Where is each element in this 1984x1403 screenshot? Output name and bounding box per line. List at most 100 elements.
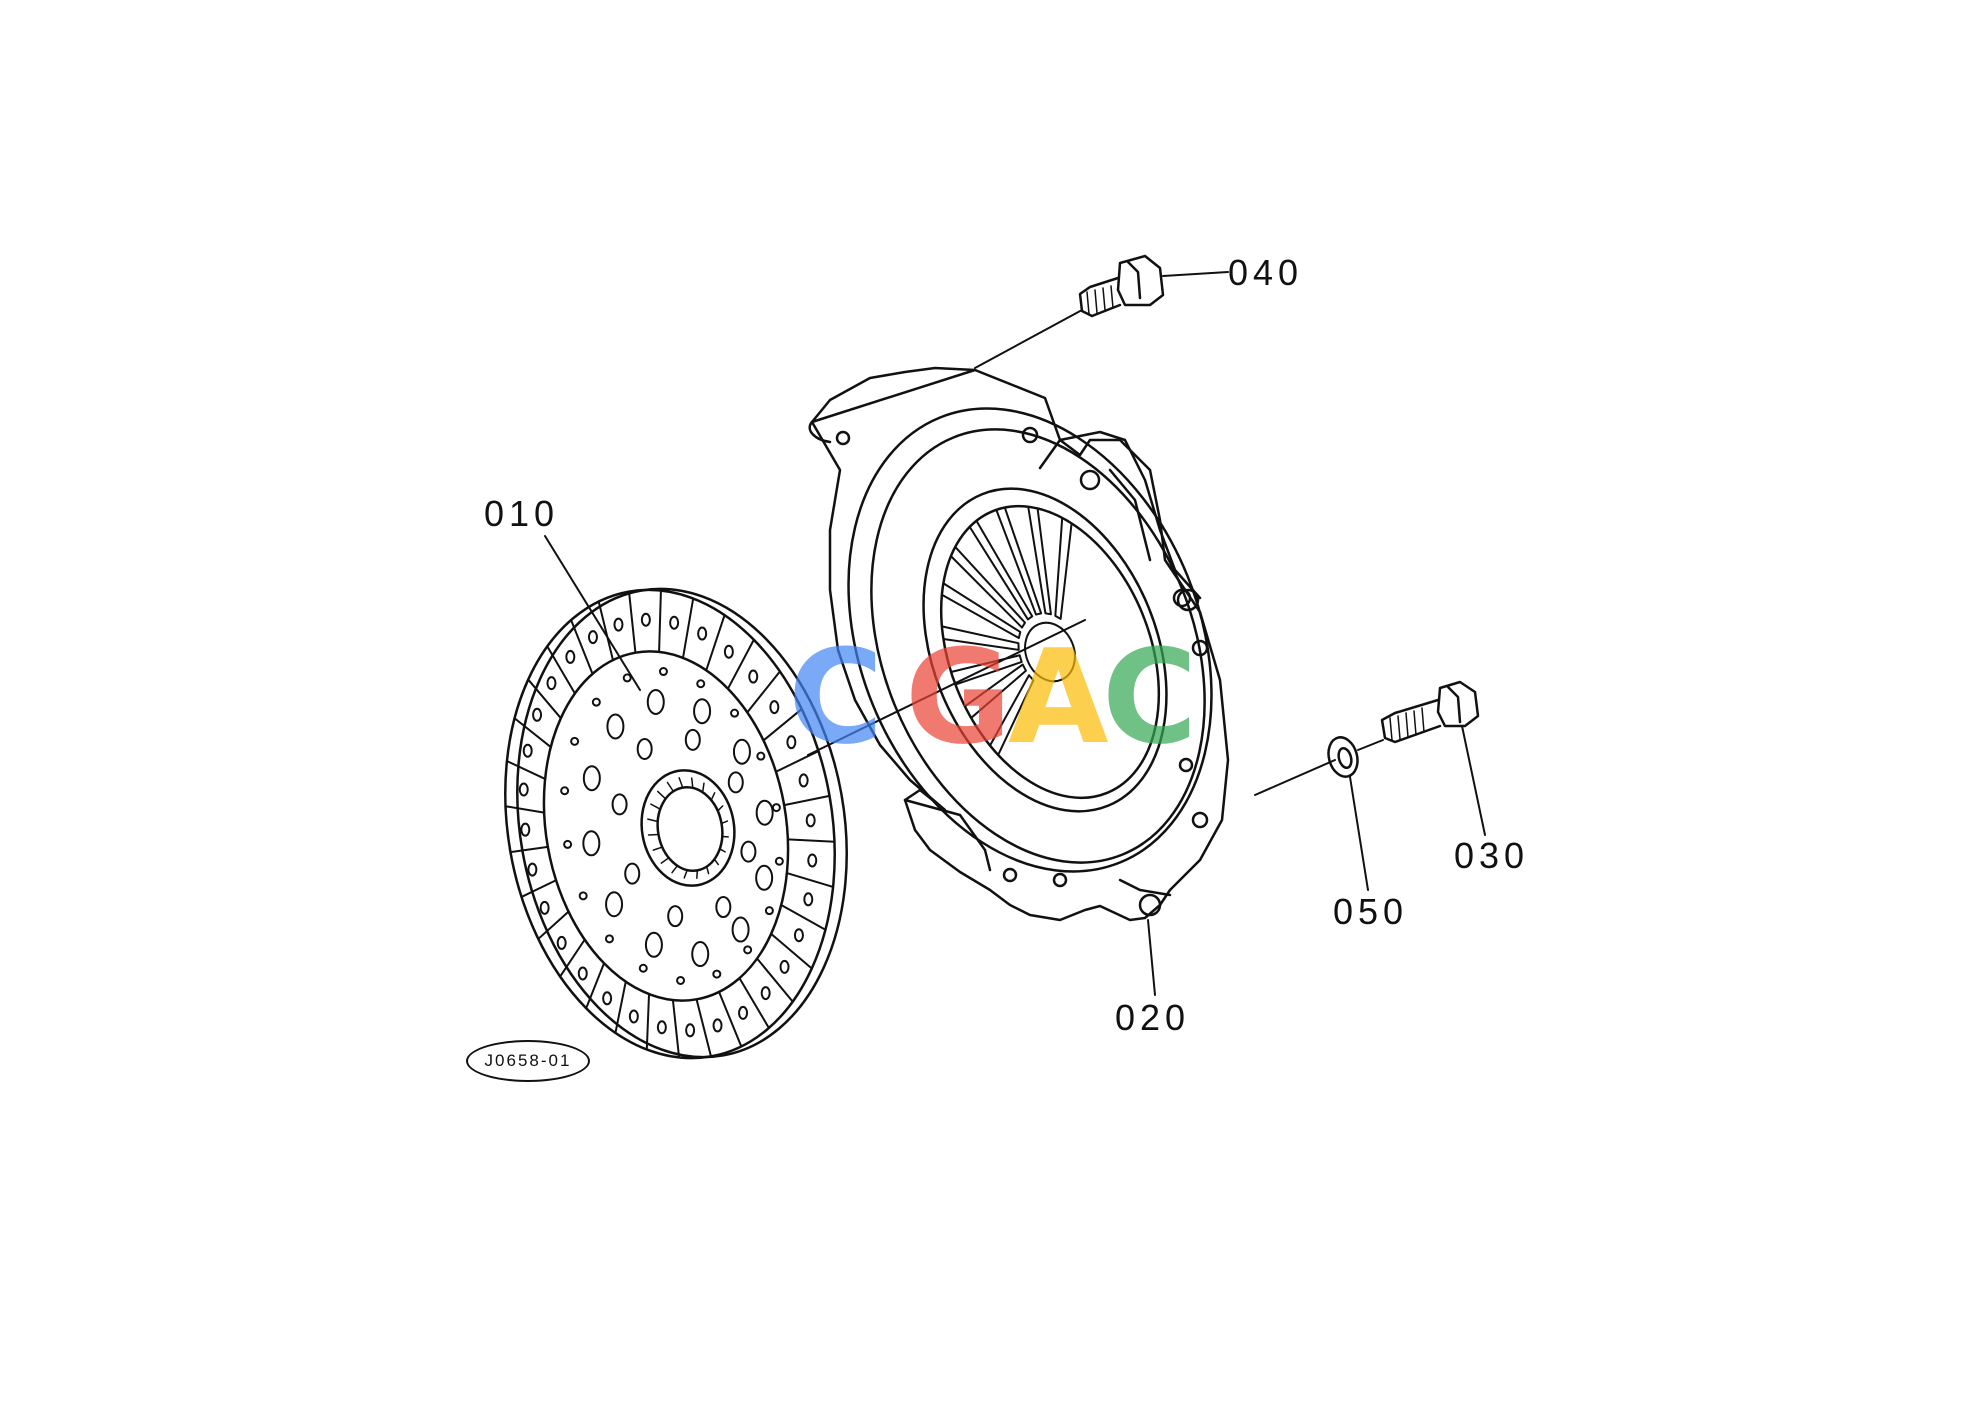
rivet-hole <box>556 935 567 950</box>
reference-code-badge: J0658-01 <box>466 1040 590 1082</box>
rivet-hole <box>613 617 624 632</box>
spline-tooth <box>713 858 720 866</box>
spline-tooth <box>716 805 724 812</box>
rivet-hole <box>807 853 818 868</box>
diaphragm-finger <box>940 625 1020 651</box>
hub-hole-inner <box>684 728 701 751</box>
hub-hole <box>691 941 710 968</box>
hub-rivet <box>570 736 580 746</box>
hub-hole-inner <box>727 771 744 794</box>
rivet-hole <box>565 649 576 664</box>
spline-tooth <box>671 864 679 874</box>
friction-segment-line <box>509 845 549 854</box>
rivet-hole <box>602 991 613 1006</box>
hub-hole-inner <box>636 737 653 760</box>
rivet-hole <box>712 1018 723 1033</box>
rivet-hole <box>748 669 759 684</box>
rivet-hole <box>518 782 529 797</box>
friction-segment-line <box>783 794 831 807</box>
friction-segment-line <box>628 590 637 654</box>
spline-tooth <box>652 846 664 851</box>
diaphragm-finger <box>949 545 1026 629</box>
friction-segment-line <box>505 760 547 780</box>
spline-tooth <box>719 848 726 853</box>
rivet-hole <box>760 986 771 1001</box>
svg-text:G: G <box>905 621 1012 773</box>
rivet-hole <box>685 1023 696 1038</box>
hub-hole <box>605 891 624 918</box>
friction-segment-line <box>705 614 726 672</box>
spline-tooth <box>650 803 661 810</box>
label-030: 030 <box>1454 835 1530 876</box>
hub-rivet <box>563 839 573 849</box>
friction-segment-line <box>504 805 546 814</box>
diaphragm-finger <box>968 519 1034 621</box>
spline-tooth <box>691 777 694 789</box>
rivet-hole <box>723 644 734 659</box>
hub-hole <box>606 713 625 740</box>
rivet-hole <box>527 862 538 877</box>
hub-rivet <box>774 856 784 866</box>
hub-hole-inner <box>611 793 628 816</box>
friction-segment-line <box>645 993 651 1051</box>
hub-rivet <box>712 969 722 979</box>
friction-segment-line <box>559 938 586 978</box>
spline-tooth <box>660 857 670 864</box>
rivet-hole <box>798 773 809 788</box>
rivet-hole <box>522 743 533 758</box>
hub-hole-inner <box>624 862 641 885</box>
svg-text:A: A <box>1008 621 1109 773</box>
spline-tooth <box>683 869 688 879</box>
rivet-hole <box>697 626 708 641</box>
rivet-hole <box>520 822 531 837</box>
diaphragm-finger <box>995 506 1043 616</box>
hub-rivet <box>696 679 706 689</box>
hub-rivet <box>604 934 614 944</box>
rivet-hole <box>577 966 588 981</box>
friction-segment-line <box>726 638 755 690</box>
rivet-hole <box>640 612 651 627</box>
friction-segment-line <box>738 977 770 1029</box>
rivet-hole <box>786 735 797 750</box>
hub-rivet <box>622 673 632 683</box>
friction-segment-line <box>785 872 835 888</box>
hub-rivet <box>560 786 570 796</box>
spline-tooth <box>647 818 659 823</box>
diaphragm-finger <box>963 663 1027 719</box>
friction-segment-line <box>597 600 614 662</box>
rivet-hole <box>628 1009 639 1024</box>
rivet-hole <box>587 630 598 645</box>
friction-segment-line <box>718 990 743 1048</box>
friction-segment-line <box>756 957 794 1003</box>
hub-hole <box>582 765 601 792</box>
hub-hole <box>582 830 601 857</box>
hub-hole <box>755 799 774 826</box>
friction-segment-line <box>786 838 836 843</box>
friction-segment-line <box>527 678 562 720</box>
hub-rivet <box>591 697 601 707</box>
cgac-watermark: C G A C <box>788 621 1197 773</box>
rivet-hole <box>779 959 790 974</box>
clutch-disc-010 <box>504 587 848 1060</box>
hub-hole <box>693 698 712 725</box>
lock-washer-050 <box>1327 736 1359 778</box>
label-010: 010 <box>484 493 560 534</box>
friction-segment-line <box>770 932 813 970</box>
hub-rivet <box>658 667 668 677</box>
rivet-hole <box>656 1020 667 1035</box>
rivet-hole <box>803 892 814 907</box>
friction-segment-line <box>671 999 681 1059</box>
leader-lines <box>544 271 1486 996</box>
hub-rivet <box>764 906 774 916</box>
hub-rivet <box>730 708 740 718</box>
friction-segment-line <box>762 708 803 742</box>
spline-tooth <box>710 792 716 801</box>
spline-tooth <box>705 865 710 875</box>
pressure-plate-020 <box>808 366 1230 922</box>
hub-hole <box>755 864 774 891</box>
hub-rivet <box>638 963 648 973</box>
hub-hole <box>646 688 665 715</box>
hub-rivet <box>743 945 753 955</box>
friction-segment-line <box>537 910 570 940</box>
friction-segment-line <box>774 750 820 773</box>
